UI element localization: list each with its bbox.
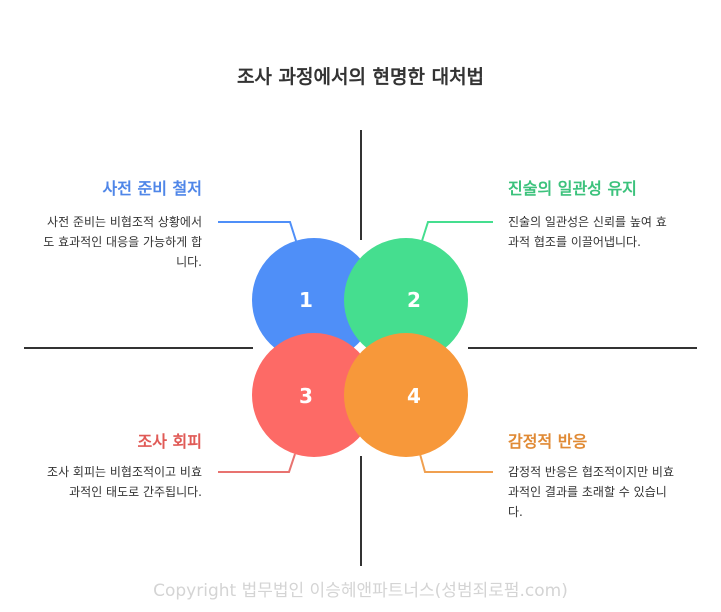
circle-3 bbox=[252, 333, 376, 457]
circle-1 bbox=[252, 238, 376, 362]
circle-4-number: 4 bbox=[407, 384, 421, 408]
description-4: 감정적 반응은 협조적이지만 비효과적인 결과를 초래할 수 있습니다. bbox=[508, 465, 675, 519]
connector-2 bbox=[420, 221, 493, 245]
description-3: 조사 회피는 비협조적이고 비효과적인 태도로 간주됩니다. bbox=[47, 465, 202, 499]
circle-2 bbox=[344, 238, 468, 362]
circle-3-number: 3 bbox=[299, 384, 313, 408]
circle-1-number: 1 bbox=[299, 288, 313, 312]
heading-3: 조사 회피 bbox=[137, 432, 202, 451]
circle-4 bbox=[344, 333, 468, 457]
description-2: 진술의 일관성은 신뢰를 높여 효과적 협조를 이끌어냅니다. bbox=[508, 215, 667, 249]
connector-3 bbox=[218, 453, 296, 473]
connector-4 bbox=[419, 453, 493, 473]
copyright-watermark: Copyright 법무법인 이승헤앤파트너스(성범죄로펌.com) bbox=[153, 581, 568, 601]
circle-2-number: 2 bbox=[407, 288, 421, 312]
heading-1: 사전 준비 철저 bbox=[102, 179, 202, 198]
page-title: 조사 과정에서의 현명한 대처법 bbox=[236, 66, 485, 88]
heading-4: 감정적 반응 bbox=[508, 432, 588, 451]
description-1: 사전 준비는 비협조적 상황에서도 효과적인 대응을 가능하게 합니다. bbox=[43, 215, 202, 269]
connector-1 bbox=[218, 221, 298, 245]
heading-2: 진술의 일관성 유지 bbox=[508, 179, 637, 198]
